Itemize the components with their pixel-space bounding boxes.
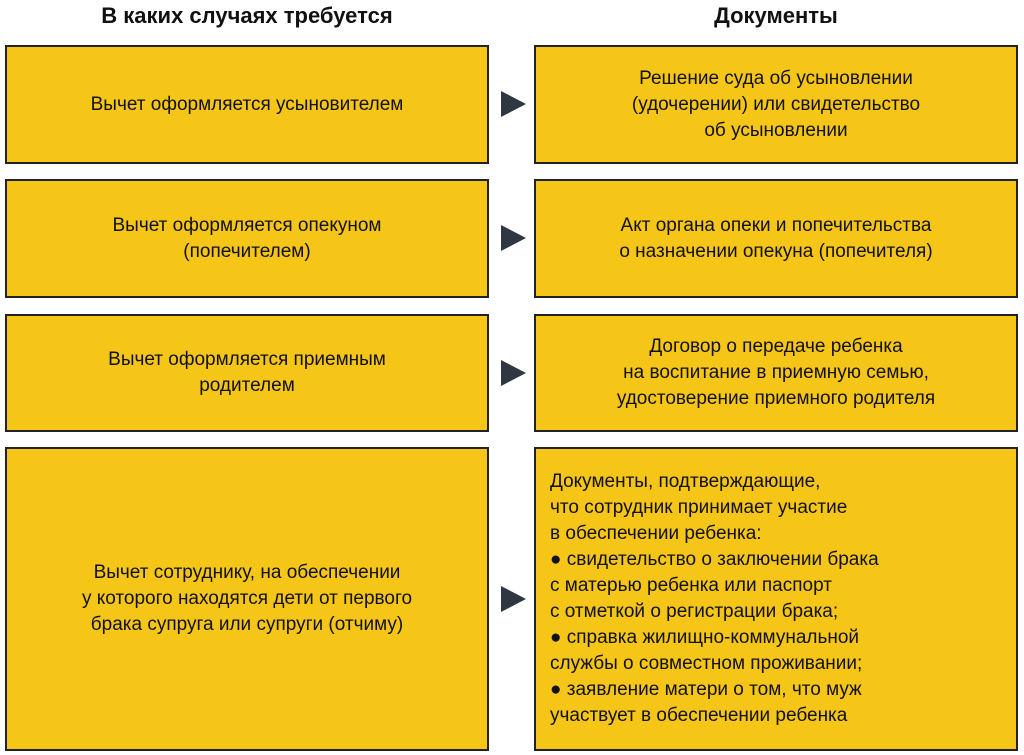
triangle-right-arrow-icon [501, 91, 526, 117]
case-box-guardian: Вычет оформляется опекуном (попечителем) [5, 179, 489, 298]
triangle-right-arrow-icon [501, 360, 526, 386]
triangle-right-arrow-icon [501, 225, 526, 251]
header-cases: В каких случаях требуется [101, 3, 393, 28]
header-documents: Документы [714, 3, 838, 28]
documents-box-stepparent: Документы, подтверждающие, что сотрудник… [534, 447, 1018, 751]
documents-box-adopter: Решение суда об усыновлении (удочерении)… [534, 45, 1018, 164]
documents-box-foster-parent: Договор о передаче ребенка на воспитание… [534, 314, 1018, 432]
case-box-foster-parent: Вычет оформляется приемным родителем [5, 314, 489, 432]
case-box-adopter: Вычет оформляется усыновителем [5, 45, 489, 164]
case-box-stepparent: Вычет сотруднику, на обеспечении у котор… [5, 447, 489, 751]
triangle-right-arrow-icon [501, 586, 526, 612]
documents-box-guardian: Акт органа опеки и попечительства о назн… [534, 179, 1018, 298]
